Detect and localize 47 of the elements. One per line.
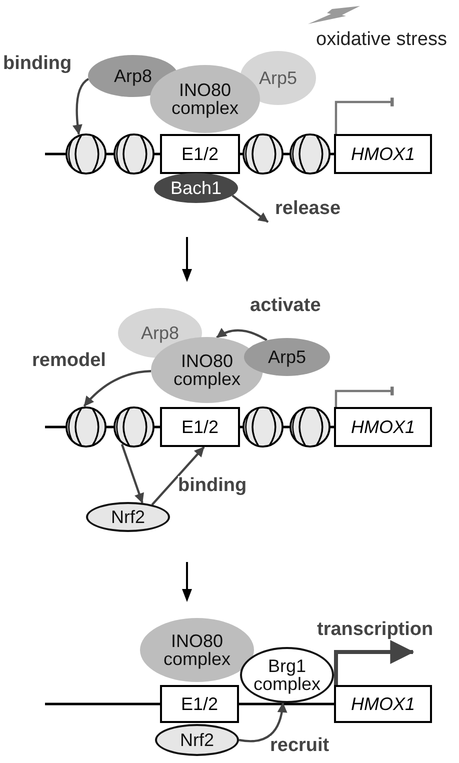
edge-label: binding (3, 54, 72, 74)
arrow (83, 370, 152, 407)
nucleosome (289, 406, 331, 448)
arrow (334, 640, 414, 685)
gene-box (334, 407, 432, 447)
element-box (160, 407, 240, 447)
element-label: E1/2 (181, 418, 219, 436)
nucleosome (65, 406, 107, 448)
note-label: oxidative stress (316, 30, 447, 50)
protein-label: INO80 complex (162, 632, 232, 668)
protein-label: Arp5 (258, 69, 298, 87)
element-label: E1/2 (181, 145, 219, 163)
protein-label: Brg1 complex (252, 657, 322, 693)
arrow (238, 702, 287, 742)
nucleosome (113, 406, 155, 448)
protein-label: INO80 complex (172, 352, 242, 388)
arrow (120, 444, 144, 504)
gene-label: HMOX1 (350, 145, 415, 163)
gene-box (334, 685, 432, 723)
protein-label: Arp5 (268, 348, 306, 366)
nucleosome (65, 133, 107, 175)
protein-label: Arp8 (140, 324, 180, 342)
edge-label: binding (178, 476, 247, 496)
protein-ellipse (240, 647, 334, 703)
protein-label: Nrf2 (180, 731, 214, 749)
inhibition-line (334, 98, 394, 134)
arrow (216, 328, 268, 342)
gene-label: HMOX1 (350, 695, 415, 713)
gene-box (334, 134, 432, 174)
element-box (160, 134, 240, 174)
element-box (160, 685, 239, 723)
protein-ellipse (154, 173, 238, 203)
protein-label: Arp8 (114, 67, 152, 85)
arrow (232, 194, 269, 223)
nucleosome (289, 133, 331, 175)
nucleosome (242, 406, 284, 448)
protein-label: Nrf2 (110, 508, 145, 526)
inhibition-line (334, 386, 394, 407)
element-label: E1/2 (180, 695, 218, 713)
nucleosome (242, 133, 284, 175)
arrow (72, 78, 90, 135)
nucleosome (113, 133, 155, 175)
protein-label: Bach1 (170, 179, 222, 197)
gene-label: HMOX1 (350, 418, 415, 436)
protein-ellipse (244, 338, 330, 376)
protein-label: INO80 complex (170, 81, 240, 117)
edge-label: transcription (317, 620, 434, 640)
